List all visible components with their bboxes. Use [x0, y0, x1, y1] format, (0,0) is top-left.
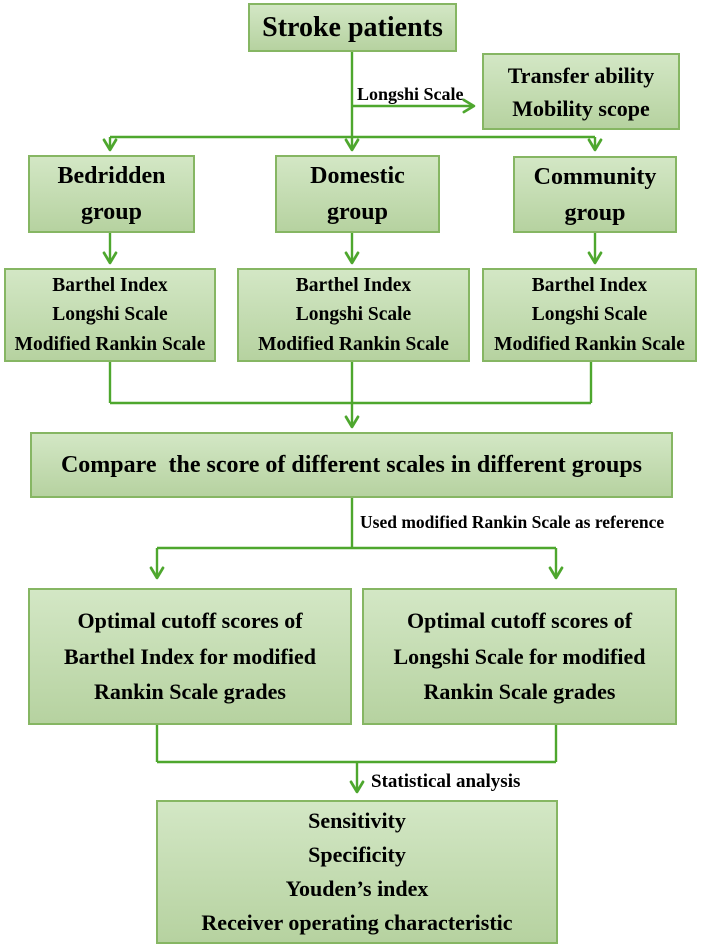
node-optimal-cutoff-longshi: Optimal cutoff scores of Longshi Scale f… — [362, 588, 677, 725]
node-line: Sensitivity — [308, 807, 406, 833]
node-line: Modified Rankin Scale — [258, 333, 449, 355]
node-line: Longshi Scale — [52, 304, 168, 326]
node-line: Rankin Scale grades — [94, 679, 286, 705]
node-line: group — [81, 199, 142, 225]
node-line: Longshi Scale — [531, 304, 648, 326]
node-optimal-cutoff-barthel: Optimal cutoff scores of Barthel Index f… — [28, 588, 352, 725]
node-line: Domestic — [310, 163, 405, 189]
node-label: Stroke patients — [262, 11, 443, 43]
node-scales-community: Barthel Index Longshi Scale Modified Ran… — [482, 268, 697, 362]
edge-label-longshi-scale: Longshi Scale — [357, 84, 464, 104]
node-transfer-ability: Transfer ability Mobility scope — [482, 53, 680, 130]
node-line: Optimal cutoff scores of — [406, 608, 633, 634]
node-line: group — [327, 199, 388, 225]
node-line: Barthel Index — [295, 275, 412, 297]
node-line: Transfer ability — [507, 62, 655, 88]
node-line: Barthel Index for modified — [64, 643, 316, 669]
node-line: Barthel Index — [52, 275, 168, 297]
node-line: Rankin Scale grades — [423, 679, 616, 705]
node-scales-bedridden: Barthel Index Longshi Scale Modified Ran… — [4, 268, 216, 362]
node-line: Receiver operating characteristic — [201, 910, 513, 936]
node-line: Mobility scope — [512, 95, 650, 121]
node-compare-scores: Compare the score of different scales in… — [30, 432, 673, 498]
node-line: Longshi Scale for modified — [393, 643, 646, 669]
node-line: Community — [533, 163, 657, 190]
node-bedridden-group: Bedridden group — [28, 155, 195, 233]
node-stroke-patients: Stroke patients — [248, 3, 457, 52]
node-line: Specificity — [308, 841, 406, 867]
node-label: Compare the score of different scales in… — [60, 451, 643, 478]
node-line: Modified Rankin Scale — [14, 333, 206, 355]
node-line: Optimal cutoff scores of — [77, 608, 303, 634]
node-community-group: Community group — [513, 156, 677, 233]
node-line: Longshi Scale — [295, 304, 412, 326]
node-line: group — [564, 199, 626, 226]
edge-label-rankin-reference: Used modified Rankin Scale as reference — [360, 512, 665, 532]
node-line: Bedridden — [57, 163, 166, 189]
node-line: Barthel Index — [531, 275, 648, 297]
node-line: Youden’s index — [285, 876, 429, 901]
node-line: Modified Rankin Scale — [494, 333, 685, 355]
edge-label-statistical-analysis: Statistical analysis — [371, 771, 521, 792]
node-domestic-group: Domestic group — [275, 155, 440, 233]
node-scales-domestic: Barthel Index Longshi Scale Modified Ran… — [237, 268, 470, 362]
node-outcomes: Sensitivity Specificity Youden’s index R… — [156, 800, 558, 944]
